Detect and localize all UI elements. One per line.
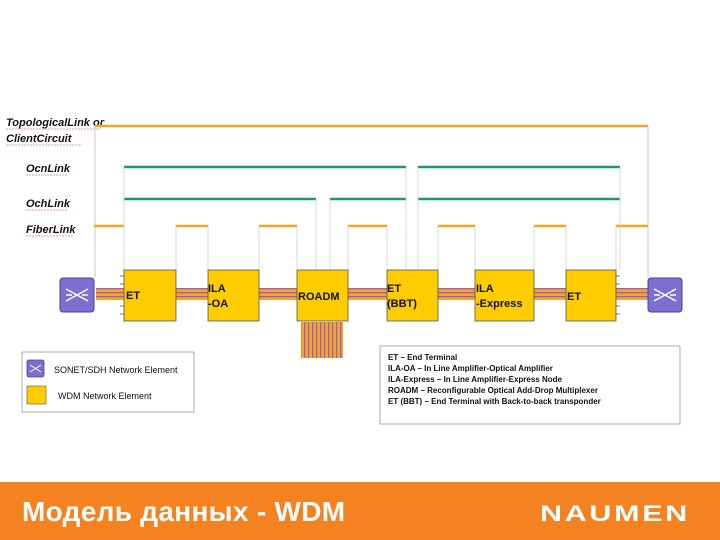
fiber-bundles <box>96 288 648 358</box>
node-ila-oa: ILA -OA <box>207 269 260 322</box>
roadm-drop-bundle <box>301 322 343 358</box>
node-label: ILA <box>208 283 226 295</box>
crossconnect-icon <box>653 288 677 302</box>
legend-sonet-label: SONET/SDH Network Element <box>54 365 178 375</box>
fiber-bundle <box>616 288 648 300</box>
definition-line: ET (BBT) – End Terminal with Back-to-bac… <box>388 397 601 406</box>
definition-line: ILA-OA – In Line Amplifier-Optical Ampli… <box>388 364 553 373</box>
legend: SONET/SDH Network Element WDM Network El… <box>21 351 195 413</box>
node-label-2: (BBT) <box>387 298 417 310</box>
guide-lines <box>123 167 621 270</box>
sonet-element-left <box>59 277 95 313</box>
node-label-2: -OA <box>208 298 228 310</box>
node-label-2: -Express <box>476 298 522 310</box>
topological-link-label: TopologicalLink or <box>6 117 105 129</box>
legend-wdm-swatch <box>26 385 47 405</box>
ocn-link-label: OcnLink <box>26 163 71 175</box>
node-et-bbt: ET (BBT) <box>386 269 439 322</box>
node-label: ILA <box>476 283 494 295</box>
fiber-bundle <box>259 288 297 300</box>
och-link-label: OchLink <box>26 198 71 210</box>
node-et-1: ET <box>123 269 177 322</box>
naumen-logo-text: NAUMEN <box>540 502 690 524</box>
legend-sonet-icon <box>26 359 45 378</box>
node-label: ET <box>387 283 401 295</box>
fiber-link-label: FiberLink <box>26 224 76 236</box>
definitions-box: ET – End Terminal ILA-OA – In Line Ampli… <box>379 345 681 425</box>
node-label: ET <box>567 291 581 303</box>
port-ticks <box>120 275 620 315</box>
fiber-bundle <box>534 288 566 300</box>
node-roadm: ROADM <box>296 269 349 322</box>
naumen-logo: NAUMEN <box>540 502 690 524</box>
definition-line: ROADM – Reconfigurable Optical Add-Drop … <box>388 386 598 395</box>
crossconnect-icon <box>65 288 89 302</box>
footer-bar: Модель данных - WDM NAUMEN <box>0 482 720 540</box>
client-circuit-label: ClientCircuit <box>6 133 73 145</box>
legend-wdm-label: WDM Network Element <box>58 391 152 401</box>
node-et-2: ET <box>565 269 617 322</box>
sonet-element-right <box>647 277 683 313</box>
definition-line: ILA-Express – In Line Amplifier-Express … <box>388 375 563 384</box>
fiber-bundle <box>96 288 124 300</box>
fiber-bundle <box>348 288 387 300</box>
definition-line: ET – End Terminal <box>388 353 457 362</box>
node-label: ROADM <box>298 291 340 303</box>
fiber-bundle <box>176 288 208 300</box>
slide-title: Модель данных - WDM <box>22 496 346 527</box>
node-label: ET <box>126 290 140 302</box>
wdm-diagram: TopologicalLink or ClientCircuit OcnLink… <box>6 117 683 425</box>
node-ila-express: ILA -Express <box>474 269 535 322</box>
fiber-bundle <box>438 288 475 300</box>
